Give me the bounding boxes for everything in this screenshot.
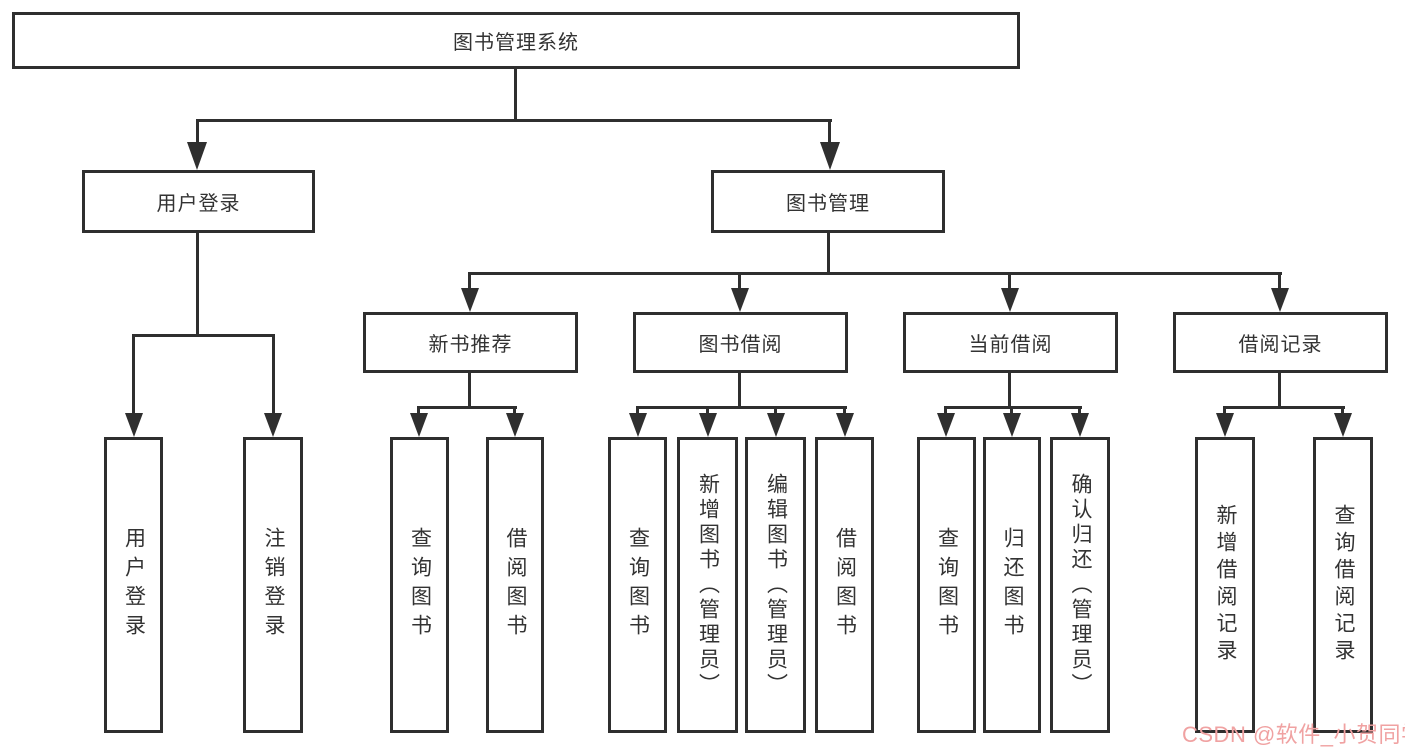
connector-line: [827, 233, 830, 274]
arrow-down-icon: [264, 413, 282, 437]
leaf-query-borrow-record-label: 查询借阅记录: [1332, 504, 1355, 666]
connector-line: [944, 408, 947, 416]
node-user-login-label: 用户登录: [156, 193, 241, 215]
connector-line: [468, 372, 471, 408]
arrow-down-icon: [125, 413, 143, 437]
arrow-down-icon: [937, 413, 955, 437]
leaf-query-borrow-record: 查询借阅记录: [1313, 437, 1373, 733]
leaf-add-book-admin-label: 新增图书（管理员）: [696, 472, 720, 698]
node-new-book-recommend: 新书推荐: [363, 312, 578, 373]
arrow-down-icon: [836, 413, 854, 437]
connector-line: [828, 121, 831, 145]
connector-line: [513, 408, 516, 416]
connector-line: [738, 274, 741, 291]
connector-line: [417, 406, 517, 409]
arrow-down-icon: [1271, 288, 1289, 312]
connector-line: [132, 336, 135, 415]
leaf-borrow-book: 借阅图书: [815, 437, 874, 733]
connector-line: [196, 121, 199, 145]
leaf-logout-label: 注销登录: [262, 527, 285, 643]
connector-line: [1278, 274, 1281, 291]
leaf-return-book: 归还图书: [983, 437, 1041, 733]
node-borrow-record: 借阅记录: [1173, 312, 1388, 373]
leaf-borrow-book-label: 借阅图书: [833, 527, 857, 643]
node-current-borrow: 当前借阅: [903, 312, 1118, 373]
arrow-down-icon: [699, 413, 717, 437]
node-new-book-recommend-label: 新书推荐: [428, 334, 513, 356]
node-user-login: 用户登录: [82, 170, 315, 233]
node-root: 图书管理系统: [12, 12, 1020, 69]
connector-line: [514, 69, 517, 121]
node-borrow-record-label: 借阅记录: [1238, 334, 1323, 356]
leaf-edit-book-admin: 编辑图书（管理员）: [745, 437, 806, 733]
leaf-edit-book-admin-label: 编辑图书（管理员）: [764, 472, 788, 698]
leaf-logout: 注销登录: [243, 437, 303, 733]
arrow-down-icon: [187, 142, 207, 170]
leaf-query-book-borrow: 查询图书: [608, 437, 667, 733]
connector-line: [196, 233, 199, 336]
connector-line: [1341, 408, 1344, 416]
arrow-down-icon: [820, 142, 840, 170]
node-book-borrow: 图书借阅: [633, 312, 848, 373]
arrow-down-icon: [1071, 413, 1089, 437]
watermark: CSDN @软件_小贺同学: [1182, 722, 1405, 747]
connector-line: [468, 272, 1282, 275]
leaf-add-borrow-record-label: 新增借阅记录: [1214, 504, 1237, 666]
connector-line: [1008, 372, 1011, 408]
leaf-borrow-book-recommend-label: 借阅图书: [504, 527, 527, 643]
leaf-query-book-recommend-label: 查询图书: [408, 527, 432, 643]
node-book-management: 图书管理: [711, 170, 945, 233]
leaf-borrow-book-recommend: 借阅图书: [486, 437, 544, 733]
arrow-down-icon: [1003, 413, 1021, 437]
arrow-down-icon: [1216, 413, 1234, 437]
connector-line: [738, 372, 741, 408]
leaf-add-book-admin: 新增图书（管理员）: [677, 437, 738, 733]
connector-line: [706, 408, 709, 416]
leaf-query-book-current: 查询图书: [917, 437, 976, 733]
leaf-add-borrow-record: 新增借阅记录: [1195, 437, 1255, 733]
connector-line: [1078, 408, 1081, 416]
connector-line: [1010, 408, 1013, 416]
leaf-user-login: 用户登录: [104, 437, 163, 733]
leaf-query-book-borrow-label: 查询图书: [626, 527, 650, 643]
connector-line: [132, 334, 275, 337]
connector-line: [417, 408, 420, 416]
connector-line: [1223, 408, 1226, 416]
arrow-down-icon: [731, 288, 749, 312]
arrow-down-icon: [767, 413, 785, 437]
arrow-down-icon: [506, 413, 524, 437]
leaf-user-login-label: 用户登录: [122, 527, 146, 643]
arrow-down-icon: [461, 288, 479, 312]
node-book-borrow-label: 图书借阅: [698, 334, 783, 356]
arrow-down-icon: [1334, 413, 1352, 437]
connector-line: [1278, 372, 1281, 408]
arrow-down-icon: [629, 413, 647, 437]
leaf-query-book-recommend: 查询图书: [390, 437, 449, 733]
connector-line: [196, 119, 832, 122]
connector-line: [774, 408, 777, 416]
connector-line: [468, 274, 471, 291]
connector-line: [1223, 406, 1345, 409]
arrow-down-icon: [1001, 288, 1019, 312]
node-root-label: 图书管理系统: [453, 32, 579, 54]
connector-line: [636, 408, 639, 416]
leaf-return-book-label: 归还图书: [1001, 527, 1024, 643]
connector-line: [944, 406, 1082, 409]
leaf-confirm-return-admin-label: 确认归还（管理员）: [1069, 472, 1092, 698]
node-current-borrow-label: 当前借阅: [968, 334, 1053, 356]
arrow-down-icon: [410, 413, 428, 437]
leaf-confirm-return-admin: 确认归还（管理员）: [1050, 437, 1110, 733]
connector-line: [636, 406, 847, 409]
leaf-query-book-current-label: 查询图书: [935, 527, 959, 643]
connector-line: [1008, 274, 1011, 291]
node-book-management-label: 图书管理: [786, 193, 870, 215]
connector-line: [272, 336, 275, 415]
connector-line: [843, 408, 846, 416]
